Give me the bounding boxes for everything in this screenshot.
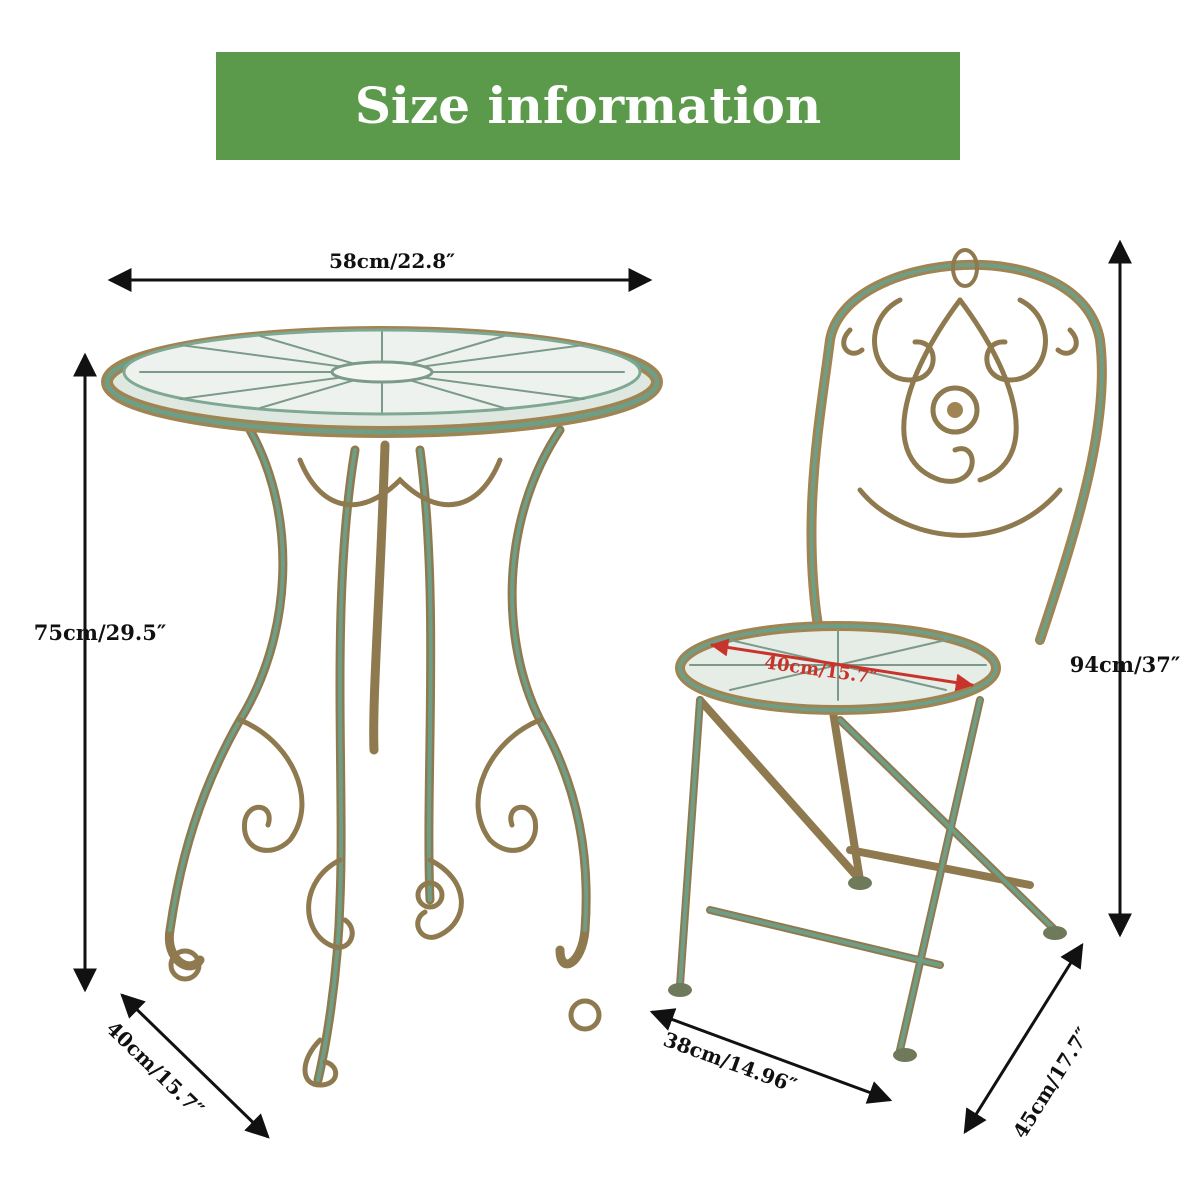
seat-diameter-arrow	[710, 638, 974, 692]
page-title: Size information	[354, 76, 822, 135]
chair-medallion	[930, 385, 980, 435]
bistro-table	[101, 326, 663, 1088]
table-height-label: 75cm/29.5″	[34, 620, 166, 645]
chair-scrollwork	[841, 297, 1079, 538]
title-banner: Size information	[216, 52, 960, 160]
chair-height-label: 94cm/37″	[1070, 652, 1181, 677]
chair-width-label: 38cm/14.96″	[660, 1027, 800, 1097]
table-width-label: 58cm/22.8″	[329, 249, 455, 273]
chair-depth-arrow	[963, 942, 1084, 1135]
table-depth-label: 40cm/15.7″	[102, 1016, 209, 1121]
chair-width-arrow	[649, 1008, 893, 1104]
chair-feet	[668, 876, 1067, 1062]
dimension-arrows	[73, 239, 1132, 1139]
table-legs	[164, 425, 591, 1085]
table-scrolls	[168, 457, 602, 1088]
table-legs-highlight	[168, 428, 589, 1082]
table-depth-arrow	[120, 993, 270, 1139]
folding-chair	[668, 248, 1107, 1062]
